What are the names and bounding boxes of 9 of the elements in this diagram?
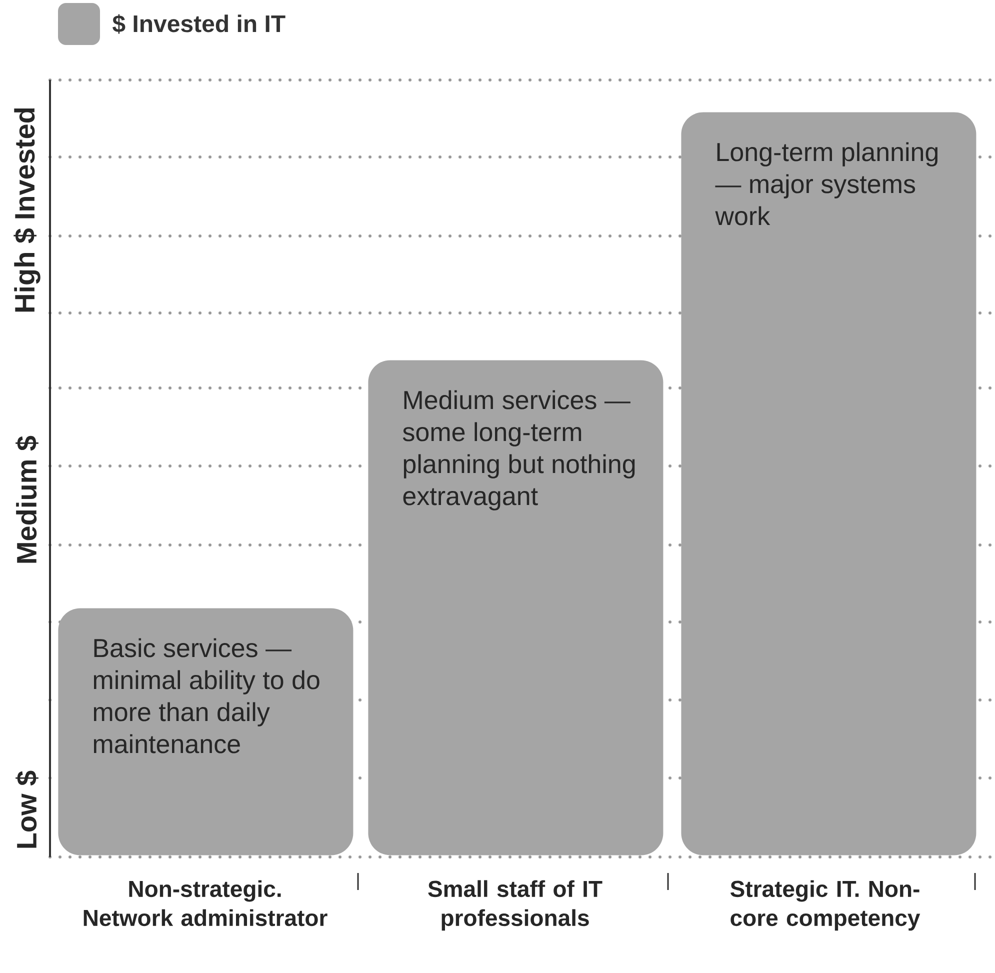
- axis-label: High $ Invested: [14, 108, 40, 312]
- legend-label: $ Invested in IT: [112, 14, 286, 34]
- bar: Basic services — minimal ability to do more than daily maintenance: [58, 608, 354, 856]
- category-label: Non-strategic. Network administrator: [84, 880, 328, 926]
- bar: Long-term planning — major systems work: [681, 112, 976, 856]
- category-label: Strategic IT. Non-core competency: [730, 880, 920, 931]
- bar: Medium services — some long-term planning but nothing extravagant: [368, 360, 664, 856]
- category-label: Small staff of IT professionals: [428, 880, 602, 931]
- axis-label: Medium $: [16, 436, 38, 563]
